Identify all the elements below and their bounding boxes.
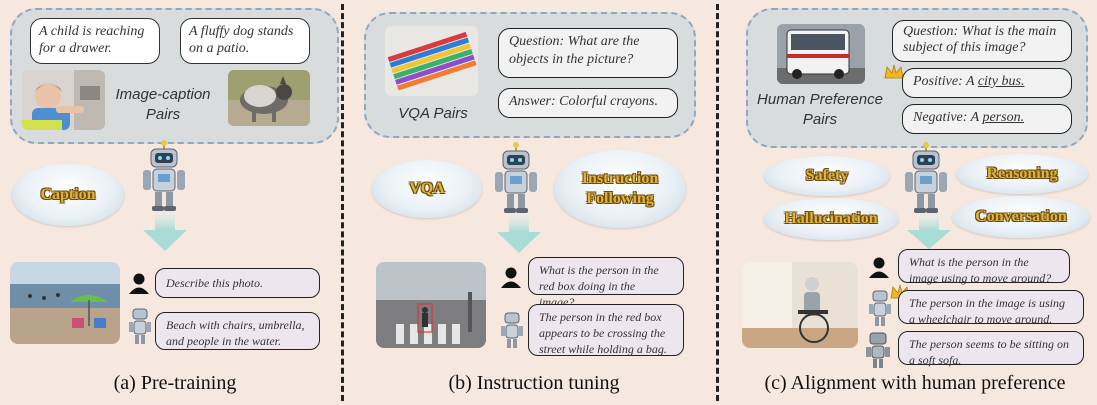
- caption-bubble-child: A child is reaching for a drawer.: [30, 18, 160, 64]
- robot-icon: [492, 142, 540, 214]
- user-icon: [500, 266, 522, 288]
- task-caption: Caption: [12, 164, 124, 226]
- task-reasoning: Reasoning: [956, 154, 1088, 194]
- street-photo: [376, 262, 486, 348]
- crayons-photo: [385, 26, 478, 96]
- bot-icon: [500, 310, 524, 350]
- bot-message-rejected: The person seems to be sitting on a soft…: [898, 331, 1084, 367]
- human-preference-pairs-label: Human Preference Pairs: [757, 91, 883, 128]
- vqa-answer: Answer: Colorful crayons.: [498, 88, 678, 118]
- negative-prefix: Negative: A: [913, 110, 983, 125]
- bus-photo: [777, 24, 865, 84]
- caption-bubble-dog: A fluffy dog stands on a patio.: [180, 18, 310, 64]
- panel-instruction-tuning: VQA Pairs Question: What are the objects…: [344, 0, 704, 405]
- user-message: What is the person in the image using to…: [898, 249, 1070, 285]
- caption-instruction-tuning: (b) Instruction tuning: [448, 372, 620, 394]
- caption-pretraining: (a) Pre-training: [113, 372, 237, 394]
- panel-pretraining: A child is reaching for a drawer. A fluf…: [0, 0, 340, 405]
- divider-right: [716, 4, 719, 401]
- negative-answer-text: person.: [982, 110, 1025, 125]
- divider-left: [341, 4, 344, 401]
- panel-alignment: Human Preference Pairs Question: What is…: [720, 0, 1097, 405]
- task-hallucination: Hallucination: [764, 198, 898, 240]
- bot-icon: [128, 306, 152, 346]
- positive-answer: Positive: A city bus.: [902, 68, 1072, 98]
- beach-photo: [10, 262, 120, 344]
- negative-answer: Negative: A person.: [902, 104, 1072, 134]
- robot-icon: [902, 142, 950, 214]
- vqa-question: Question: What are the objects in the pi…: [498, 28, 678, 78]
- robot-icon: [140, 140, 188, 212]
- user-message: What is the person in the red box doing …: [528, 257, 684, 309]
- positive-prefix: Positive: A: [913, 74, 978, 89]
- crown-icon: [884, 64, 904, 80]
- bot-message-preferred: The person in the image is using a wheel…: [898, 290, 1084, 326]
- arrow-down-icon: [494, 214, 544, 254]
- task-conversation: Conversation: [952, 196, 1090, 238]
- dog-photo: [228, 70, 310, 126]
- bot-icon-good: [868, 288, 892, 328]
- user-icon: [868, 256, 890, 278]
- positive-answer-text: city bus.: [977, 74, 1025, 89]
- arrow-down-icon: [140, 212, 190, 252]
- bot-message: Beach with chairs, umbrella, and people …: [155, 312, 320, 350]
- arrow-down-icon: [904, 214, 954, 250]
- child-photo: [22, 70, 105, 130]
- bot-message: The person in the red box appears to be …: [528, 304, 684, 356]
- user-message: Describe this photo.: [155, 268, 320, 298]
- wheelchair-photo: [742, 262, 858, 348]
- task-instruction-following: Instruction Following: [554, 150, 686, 228]
- bot-icon-rejected: [864, 330, 892, 370]
- image-caption-pairs-label: Image-caption Pairs: [115, 86, 211, 123]
- user-icon: [128, 272, 150, 294]
- task-vqa: VQA: [372, 160, 482, 218]
- caption-alignment: (c) Alignment with human preference: [764, 372, 1066, 394]
- task-safety: Safety: [764, 156, 890, 196]
- preference-question: Question: What is the main subject of th…: [892, 20, 1072, 62]
- vqa-pairs-label: VQA Pairs: [398, 105, 468, 122]
